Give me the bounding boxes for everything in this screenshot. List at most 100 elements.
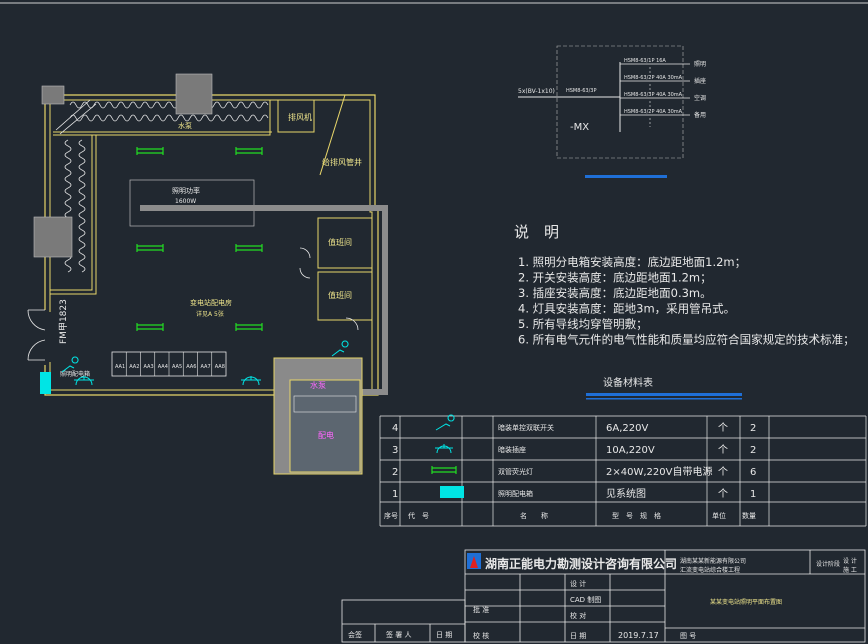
duct-diagonal [319,94,346,176]
room-b [317,271,373,321]
note-item: 2. 开关安装高度：底边距地面1.2m； [518,271,712,285]
row-qty: 2 [750,423,756,434]
wiring-diagram: 5x(BV-1x10) HSM8-63/3P -MX HSM8-63/1P 16… [518,45,706,178]
note-item: 4. 灯具安装高度：距地3m，采用管吊式。 [518,302,735,316]
row-qty: 6 [750,467,756,478]
client-line2: 汇流变电站综合楼工程 [680,566,740,574]
sub-label: 配电 [318,430,334,440]
notes-title: 说 明 [514,223,559,241]
inner-wall [49,99,373,391]
room-a-label: 值班间 [328,237,352,247]
stage-label: 设计阶段 [816,560,840,568]
room-b-door-icon [345,317,359,331]
cabinet-label: AA6 [186,364,196,370]
switch-icon [61,356,79,373]
cad-label: CAD 制图 [570,595,601,604]
company-name: 湖南正能电力勘测设计咨询有限公司 [485,556,677,571]
branch-circuits: HSM8-63/1P 16A 照明 HSM8-63/2P 40A 30mA 插座 HSM… [620,58,706,127]
cable-tray-top [69,101,269,109]
incoming-label: 5x(BV-1x10) [518,88,555,95]
equipment-title: 设备材料表 [603,376,653,389]
branch-breaker: HSM8-63/2P 40A 30mA [624,109,683,115]
stage-design: 设 计 [843,557,857,565]
branch-breaker: HSM8-63/3P 40A 30mA [624,92,683,98]
switch-icon [435,414,455,431]
annex-inner [289,379,361,473]
row-no: 3 [392,445,398,456]
sign-col-3: 日 期 [436,631,452,639]
row-unit: 个 [718,422,728,434]
equipment-underline [586,393,742,396]
check-label: 校 核 [473,631,489,640]
row-spec: 2×40W,220V自带电源 [606,465,712,478]
cabinet-label: AA4 [158,364,168,370]
fluorescent-lamps [136,147,263,331]
note-item: 1. 照明分电箱安装高度：底边距地面1.2m； [518,255,746,269]
table-header: 型 号 规 格 [612,511,661,520]
equipment-underline-2 [586,398,742,400]
partition-top [53,100,272,136]
box-icon [440,486,464,498]
switch-icon-2 [331,340,349,357]
lamp-4 [235,244,263,252]
duct-label: 给排风管井 [322,157,362,167]
branch-breaker: HSM8-63/2P 40A 30mA [624,75,683,81]
fan-room [277,99,315,133]
table-header: 序号 [384,511,398,520]
design-label: 设 计 [570,579,586,588]
fan-unit [175,73,213,115]
floor-plan: 排风机 值班间 值班间 给排风管井 水泵 照明功率 1600W 变电站配电房 详… [27,73,388,475]
note-item: 5. 所有导线均穿管明敷； [518,317,648,331]
title-grid [341,549,866,643]
note-item: 6. 所有电气元件的电气性能和质量均应符合国家规定的技术标准； [518,333,855,347]
row-qty: 1 [750,489,756,500]
area-sub: 1600W [175,198,196,205]
room-a [317,217,373,269]
row-unit: 个 [718,488,728,500]
approve-label: 批 准 [473,605,489,614]
tray-bend [55,99,97,135]
branch-use: 照明 [694,61,706,68]
room-a-door-icon [299,247,311,279]
box-outline [556,45,684,159]
notes: 说 明 1. 照明分电箱安装高度：底边距地面1.2m； 2. 开关安装高度：底边距… [514,223,855,347]
cable-tray-top-2 [69,114,269,122]
note-item: 3. 插座安装高度：底边距地面0.3m。 [518,286,712,300]
row-spec: 10A,220V [606,445,655,456]
lamp-icon [431,466,457,474]
branch-use: 插座 [694,77,706,85]
row-name: 暗装插座 [498,445,526,454]
main-room-sub: 详见A 5张 [196,310,224,318]
distribution-box-icon [40,372,51,394]
lamp-5 [136,323,164,331]
fan-label: 排风机 [288,112,312,122]
pump-label: 水泵 [178,121,192,130]
branch-breaker: HSM8-63/1P 16A [624,58,666,64]
cabinet-label: AA1 [115,364,125,370]
drawing-no-label: 图 号 [680,632,696,640]
equipment-area [129,179,255,227]
table-header: 单位 [712,511,726,520]
sign-col-2: 签 署 人 [386,630,411,639]
main-breaker-label: HSM8-63/3P [566,88,596,94]
client-line1: 湖南某某新能源有限公司 [680,557,746,565]
cabinet-label: AA3 [144,364,154,370]
socket-icon [74,376,94,386]
table-header: 数量 [742,511,756,520]
table-header: 代 号 [408,511,429,520]
pump-unit [33,216,73,258]
notes-list: 1. 照明分电箱安装高度：底边距地面1.2m； 2. 开关安装高度：底边距地面1.… [518,255,855,347]
row-name: 暗装单控双联开关 [498,423,554,432]
row-qty: 2 [750,445,756,456]
proof-label: 校 对 [570,611,586,620]
door-label: FM甲1823 [58,299,69,344]
row-name: 照明配电箱 [498,489,533,498]
company-logo-mark [470,556,478,568]
cabinet-label: AA2 [129,364,139,370]
stage-construct: 施 工 [843,566,857,574]
row-unit: 个 [718,444,728,456]
row-spec: 6A,220V [606,423,648,434]
